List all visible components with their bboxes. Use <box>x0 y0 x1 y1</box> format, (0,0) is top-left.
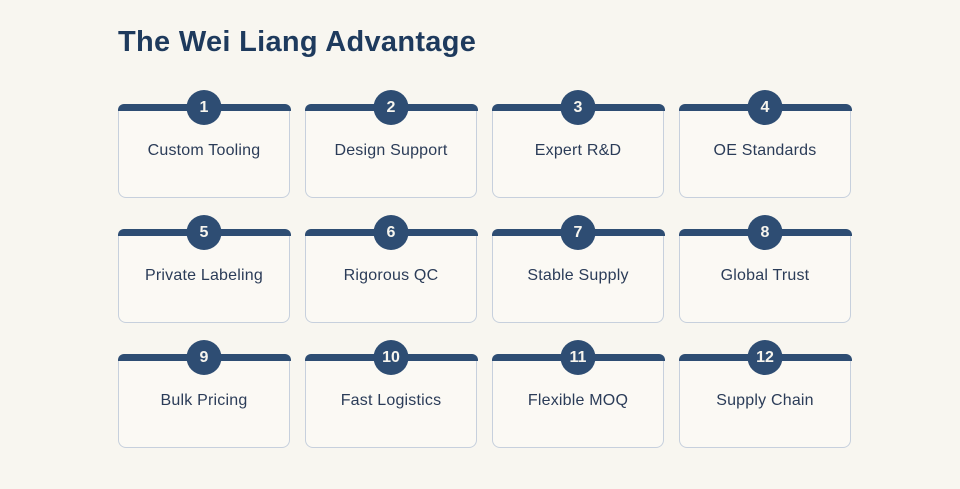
advantage-label: Bulk Pricing <box>160 392 248 409</box>
number-badge: 1 <box>186 90 222 125</box>
advantage-card-1: 1 Custom Tooling <box>117 90 291 198</box>
advantage-label: Design Support <box>334 142 448 159</box>
number-badge: 4 <box>747 90 783 125</box>
advantage-card-4: 4 OE Standards <box>678 90 852 198</box>
advantage-card-2: 2 Design Support <box>304 90 478 198</box>
advantage-card-5: 5 Private Labeling <box>117 215 291 323</box>
number-badge: 8 <box>747 215 783 250</box>
advantage-card-10: 10 Fast Logistics <box>304 340 478 448</box>
advantage-card-8: 8 Global Trust <box>678 215 852 323</box>
advantage-card-3: 3 Expert R&D <box>491 90 665 198</box>
number-badge: 6 <box>373 215 409 250</box>
advantage-card-6: 6 Rigorous QC <box>304 215 478 323</box>
advantage-card-12: 12 Supply Chain <box>678 340 852 448</box>
number-badge: 7 <box>560 215 596 250</box>
advantage-label: Custom Tooling <box>147 142 261 159</box>
advantages-grid: 1 Custom Tooling 2 Design Support 3 Expe… <box>117 90 852 448</box>
number-badge: 10 <box>373 340 409 375</box>
advantage-card-11: 11 Flexible MOQ <box>491 340 665 448</box>
advantage-label: Expert R&D <box>534 142 622 159</box>
number-badge: 9 <box>186 340 222 375</box>
number-badge: 11 <box>560 340 596 375</box>
advantage-card-7: 7 Stable Supply <box>491 215 665 323</box>
advantage-label: Stable Supply <box>527 267 629 284</box>
advantage-card-9: 9 Bulk Pricing <box>117 340 291 448</box>
page-title: The Wei Liang Advantage <box>118 26 477 58</box>
advantage-label: Rigorous QC <box>343 267 439 284</box>
number-badge: 3 <box>560 90 596 125</box>
number-badge: 2 <box>373 90 409 125</box>
advantage-label: Private Labeling <box>145 267 263 284</box>
number-badge: 12 <box>747 340 783 375</box>
number-badge: 5 <box>186 215 222 250</box>
advantage-label: Flexible MOQ <box>527 392 629 409</box>
advantage-label: Supply Chain <box>716 392 814 409</box>
advantage-label: Global Trust <box>720 267 810 284</box>
advantage-section: The Wei Liang Advantage 1 Custom Tooling… <box>117 0 852 448</box>
advantage-label: OE Standards <box>713 142 817 159</box>
advantage-label: Fast Logistics <box>340 392 442 409</box>
